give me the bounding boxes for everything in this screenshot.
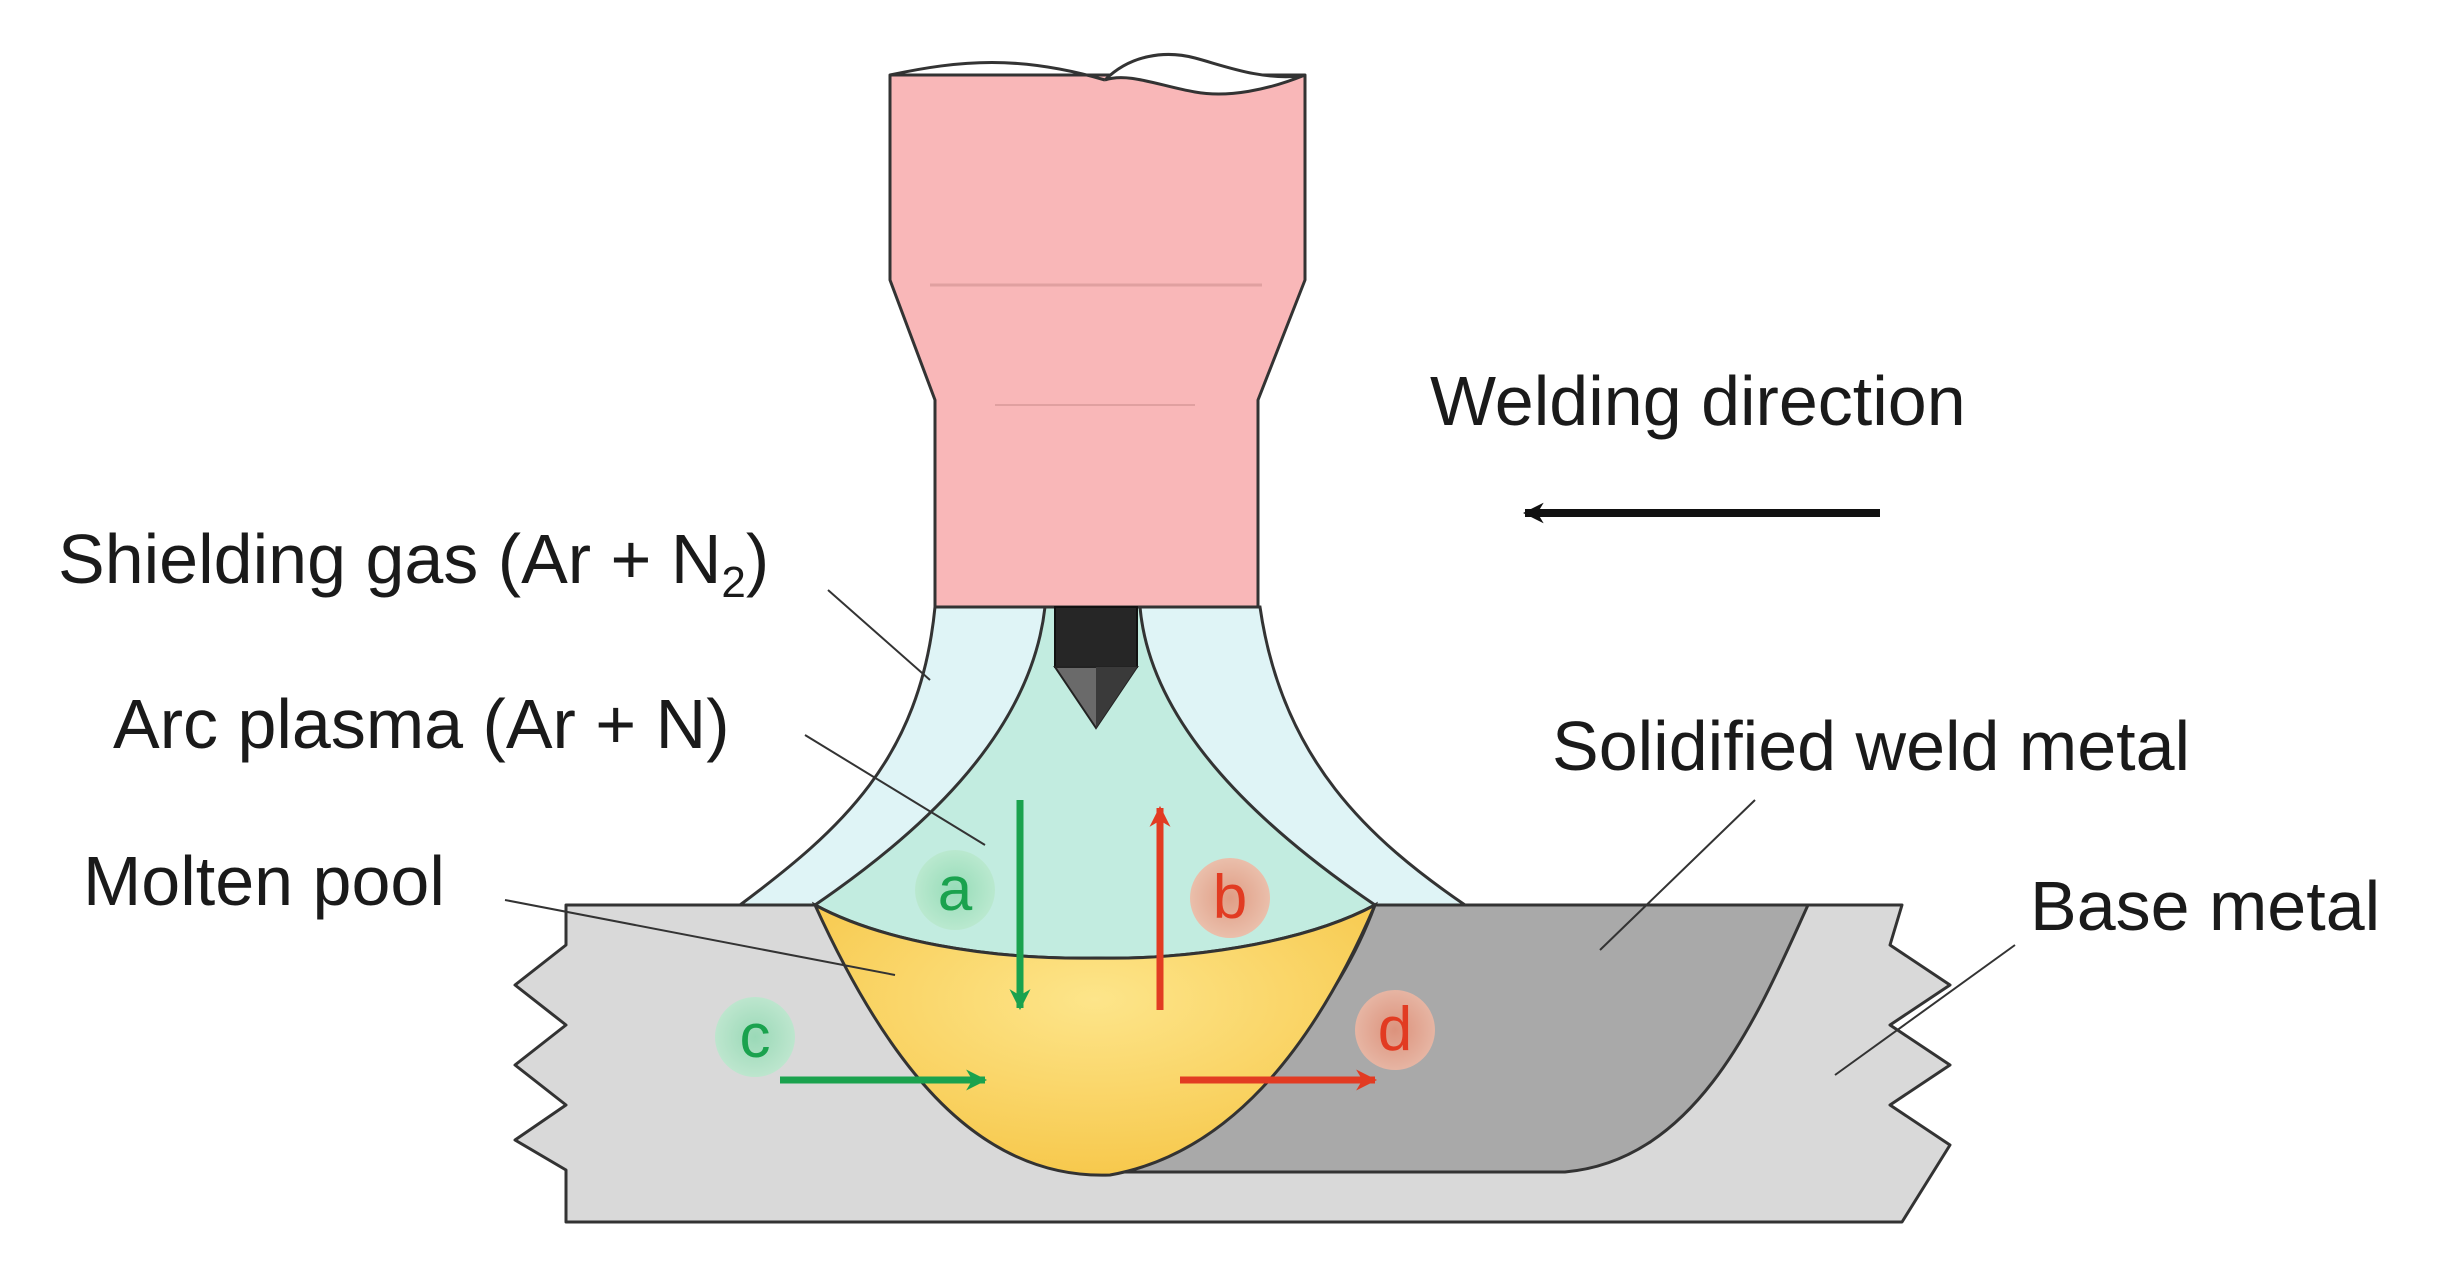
molten-pool-label: Molten pool bbox=[83, 842, 445, 920]
shielding-gas-label-subscript: 2 bbox=[721, 558, 745, 607]
shielding-gas-label: Shielding gas (Ar + N2) bbox=[58, 520, 769, 607]
marker-a: a bbox=[915, 850, 995, 930]
molten-pool-region bbox=[811, 901, 1379, 1177]
marker-c-letter: c bbox=[740, 1002, 771, 1071]
leader-arc-plasma bbox=[804, 734, 986, 846]
leader-base-metal bbox=[1834, 944, 2016, 1076]
torch-cut-top bbox=[1103, 52, 1306, 96]
welding-direction-label: Welding direction bbox=[1430, 362, 1966, 440]
base-metal-label: Base metal bbox=[2030, 867, 2380, 945]
leader-shielding-gas bbox=[827, 589, 931, 681]
shielding-gas-label-close: ) bbox=[746, 520, 769, 598]
marker-b: b bbox=[1190, 858, 1270, 938]
electrode-body bbox=[1054, 606, 1138, 668]
marker-d-letter: d bbox=[1378, 995, 1412, 1064]
shielding-gas-label-main: Shielding gas (Ar + N bbox=[58, 520, 721, 598]
marker-d: d bbox=[1355, 990, 1435, 1070]
arc-plasma-label: Arc plasma (Ar + N) bbox=[113, 685, 730, 763]
marker-a-letter: a bbox=[938, 855, 973, 924]
torch-body bbox=[888, 73, 1307, 609]
marker-c: c bbox=[715, 997, 795, 1077]
leader-solidified-weld bbox=[1599, 799, 1756, 951]
torch-top-wave bbox=[889, 61, 1106, 82]
solidified-weld-metal-label: Solidified weld metal bbox=[1552, 707, 2190, 785]
marker-b-letter: b bbox=[1213, 863, 1247, 932]
leader-molten-pool bbox=[504, 899, 896, 976]
